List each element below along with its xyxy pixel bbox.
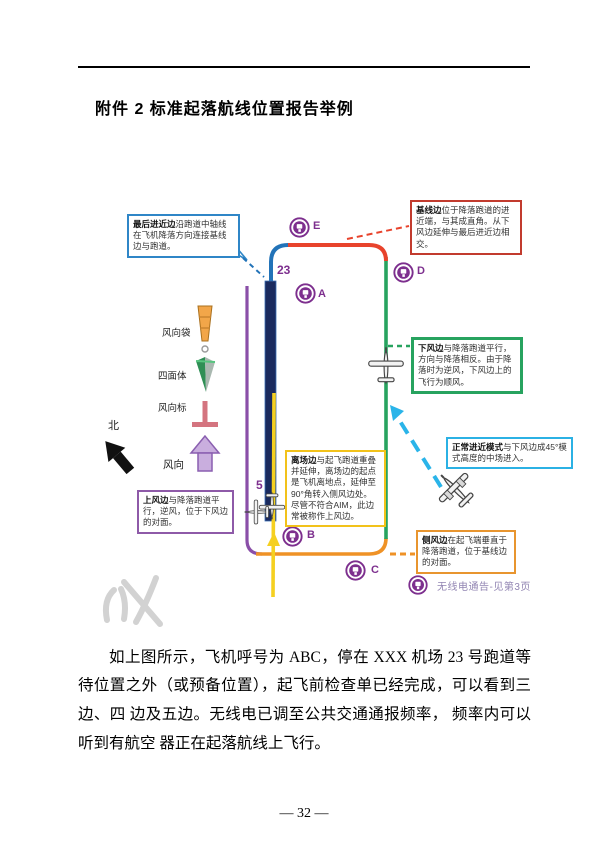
page-title: 附件 2 标准起落航线位置报告举例 — [95, 100, 354, 118]
airplane-icon-entry-45 — [426, 460, 483, 517]
callout-crosswind-leg-text: 在起飞端垂直于降落跑道，位于基线边的对面。 — [422, 535, 508, 568]
wind-tee-label: 风向标 — [158, 403, 187, 414]
runway-number-5: 5 — [256, 478, 263, 492]
radio-icon-point-D — [393, 262, 414, 283]
callout-45-entry-lead: 正常进近模式 — [452, 442, 504, 452]
airplane-icon-downwind — [367, 346, 405, 384]
windsock-label: 风向袋 — [162, 328, 191, 339]
tetrahedron-icon — [195, 357, 216, 392]
base-leg-line — [288, 243, 388, 262]
callout-downwind-leg: 下风边与降落跑道平行，方向与降落相反。由于降落时为逆风，下风边上的飞行为顺风。 — [411, 337, 523, 394]
callout-final-approach: 最后进近边沿跑道中轴线在飞机降落方向连接基线边与跑道。 — [127, 214, 240, 258]
callout-base-leg-lead: 基线边 — [416, 205, 442, 215]
crosswind-leg-line — [256, 537, 388, 556]
callout-departure-leg-lead: 离场边 — [291, 455, 317, 465]
callout-downwind-leg-lead: 下风边 — [418, 343, 444, 353]
callout-final-approach-lead: 最后进近边 — [133, 219, 176, 229]
windsock-icon — [197, 305, 213, 353]
callout-45-entry-text: 与下风边成45°模式高度的中场进入。 — [452, 442, 567, 464]
callout-base-leg: 基线边位于降落跑道的进近端，与其成直角。从下风边延伸与最后进近边相交。 — [410, 200, 522, 255]
wind-tee-icon — [192, 401, 218, 427]
callout-upwind-leg: 上风边与降落跑道平行，逆风，位于下风边的对面。 — [137, 490, 234, 534]
pattern-point-D-label: D — [417, 265, 425, 277]
callout-departure-leg: 离场边与起飞跑道重叠并延伸，离场边的起点是飞机离地点，延伸至90°角转入侧风边处… — [285, 450, 386, 528]
radio-icon-point-C — [345, 560, 366, 581]
callout-45-entry: 正常进近模式与下风边成45°模式高度的中场进入。 — [446, 437, 573, 470]
tetrahedron-label: 四面体 — [158, 371, 187, 382]
runway-number-23: 23 — [277, 263, 291, 277]
pattern-point-A-label: A — [318, 288, 326, 300]
runway — [264, 280, 277, 522]
entry-45-dashed-arrow — [396, 416, 443, 489]
pattern-point-B-label: B — [307, 529, 315, 541]
page-number: — 32 — — [279, 806, 329, 821]
departure-leg-arrowhead — [267, 532, 280, 546]
callout-crosswind-leg: 侧风边在起飞端垂直于降落跑道，位于基线边的对面。 — [416, 530, 516, 574]
callout-downwind-leg-text: 与降落跑道平行，方向与降落相反。由于降落时为逆风，下风边上的飞行为顺风。 — [418, 343, 512, 387]
final-approach-dashed-connector — [242, 257, 265, 278]
callout-upwind-leg-lead: 上风边 — [143, 495, 169, 505]
callout-upwind-leg-text: 与降落跑道平行，逆风，位于下风边的对面。 — [143, 495, 229, 528]
north-label: 北 — [108, 420, 119, 432]
pattern-point-E-label: E — [313, 220, 321, 232]
header-rule — [78, 66, 530, 68]
radio-icon-point-A — [295, 283, 316, 304]
wind-direction-arrow-icon — [189, 434, 221, 472]
base-callout-dashed-connector — [346, 225, 410, 240]
callout-crosswind-leg-lead: 侧风边 — [422, 535, 448, 545]
body-paragraph: 如上图所示，飞机呼号为 ABC，停在 XXX 机场 23 号跑道等待位置之外（或… — [78, 648, 531, 753]
pattern-point-C-label: C — [371, 564, 379, 576]
north-arrow-icon — [105, 441, 135, 475]
callout-final-approach-text: 沿跑道中轴线在飞机降落方向连接基线边与跑道。 — [133, 219, 227, 252]
radio-icon-note — [408, 575, 428, 595]
wind-direction-label: 风向 — [163, 459, 184, 471]
radio-announcement-note: 无线电通告-见第3页 — [437, 582, 531, 593]
callout-base-leg-text: 位于降落跑道的进近端，与其成直角。从下风边延伸与最后进近边相交。 — [416, 205, 510, 249]
callout-departure-leg-text: 与起飞跑道重叠并延伸，离场边的起点是飞机离地点，延伸至90°角转入侧风边处。尽管… — [291, 455, 377, 522]
watermark-strokes — [102, 575, 163, 627]
airplane-icon-on-runway — [258, 492, 286, 520]
radio-icon-point-B — [282, 526, 303, 547]
final-approach-leg-line — [269, 243, 289, 284]
entry-45-arrowhead — [390, 405, 404, 421]
radio-icon-point-E — [289, 217, 310, 238]
